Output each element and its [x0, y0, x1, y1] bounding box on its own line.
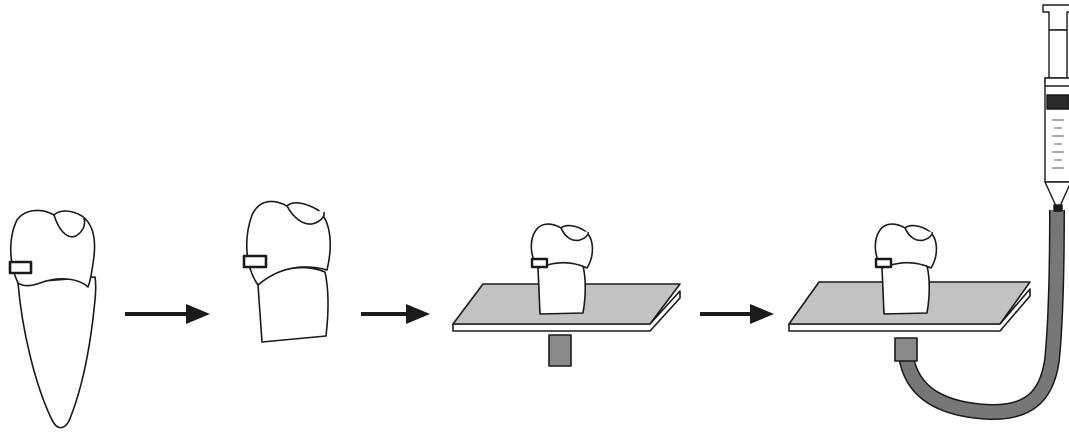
crown-notch	[560, 227, 589, 242]
tooth-root	[17, 276, 97, 429]
cavity-marker	[8, 260, 33, 275]
bottom-connector	[894, 337, 918, 362]
syringe-barrel	[1044, 77, 1069, 183]
cavity-marker	[874, 257, 893, 269]
right-arrow-icon	[125, 304, 210, 324]
syringe-nozzle	[1053, 204, 1063, 212]
cavity-marker	[530, 257, 549, 269]
crown-mounted-on-plate-icon	[452, 223, 681, 367]
syringe-barrel-cap	[1044, 77, 1069, 87]
syringe-flange	[1042, 4, 1069, 31]
syringe-plunger	[1046, 94, 1069, 110]
crown-base-block	[881, 261, 931, 315]
syringe-graduations	[1052, 119, 1064, 169]
bottom-connector	[548, 334, 572, 367]
syringe-tip	[1044, 181, 1069, 207]
crown-lower-block	[257, 266, 329, 343]
crown-notch	[53, 214, 86, 238]
crown-base-block	[537, 261, 587, 315]
sectioned-crown-icon	[242, 200, 332, 343]
syringe-icon	[1042, 4, 1069, 212]
crown-notch	[286, 205, 325, 225]
right-arrow-icon	[700, 304, 774, 324]
crown-notch	[904, 227, 933, 242]
right-arrow-icon	[361, 304, 430, 324]
tooth-with-cavity-icon	[8, 209, 97, 429]
crown-with-syringe-icon	[788, 4, 1069, 421]
pressure-tube-fill	[899, 209, 1064, 419]
cavity-marker	[242, 254, 268, 269]
